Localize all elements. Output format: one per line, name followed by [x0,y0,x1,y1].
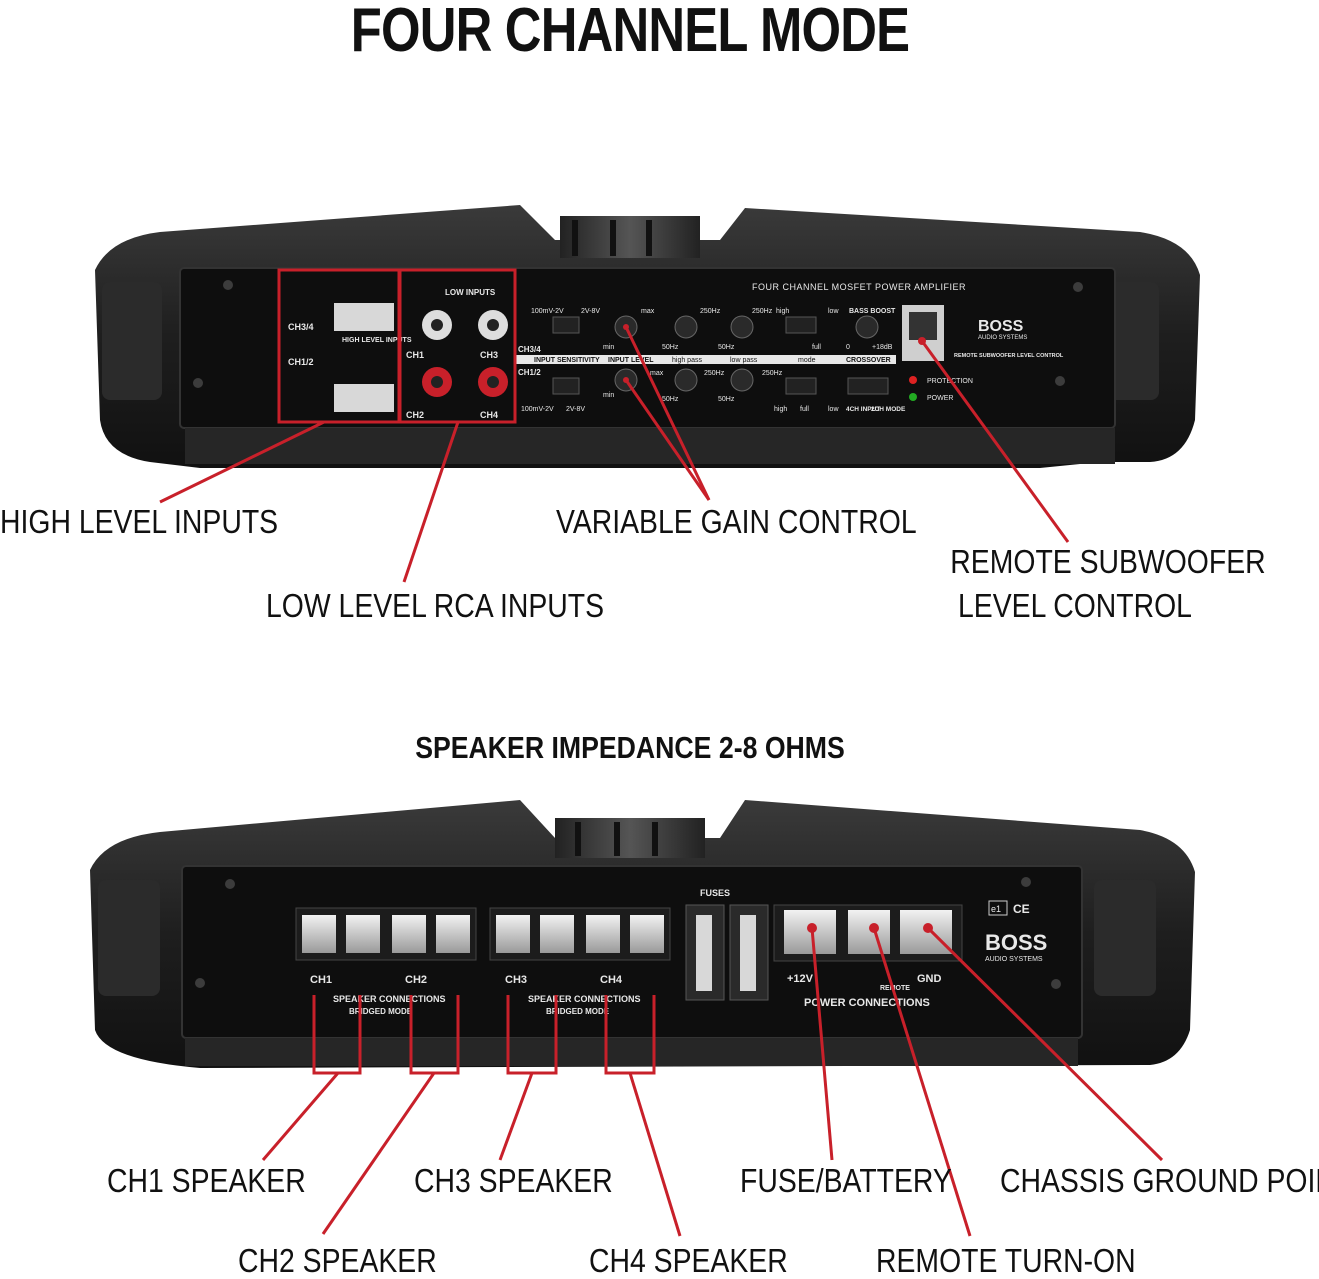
label-term-ch3: CH3 [505,974,527,986]
label-max-12: max [650,370,664,377]
label-high-level-inputs: HIGH LEVEL INPUTS [342,337,412,344]
power-terminals [784,910,952,954]
label-power: POWER [927,395,953,402]
speaker-terminals [302,915,664,953]
label-speaker-conn-1: SPEAKER CONNECTIONS [333,994,446,1004]
label-mode-high-12: high [774,406,787,413]
label-lp-50-34: 50Hz [718,344,735,351]
callout-fuse-battery: FUSE/BATTERY [740,1162,952,1199]
high-level-connector-ch12 [334,384,394,412]
label-rca-ch2: CH2 [406,410,424,420]
callout-high-level-inputs: HIGH LEVEL INPUTS [0,503,279,540]
label-input-level: INPUT LEVEL [608,357,654,364]
cert-e1: e1 [991,904,1001,914]
label-term-ch4: CH4 [600,974,623,986]
callout-low-level-rca: LOW LEVEL RCA INPUTS [266,587,605,624]
cert-ce: CE [1013,902,1030,916]
label-ctrl-ch12: CH1/2 [518,368,541,377]
label-remote-sub: REMOTE SUBWOOFER LEVEL CONTROL [954,353,1064,359]
label-high-pass: high pass [672,357,702,364]
callout-remote-sub-line1: REMOTE SUBWOOFER [950,543,1266,580]
label-bridged-2: BRIDGED MODE [546,1007,610,1016]
rca-jacks [422,310,508,397]
brand-sub-bottom: AUDIO SYSTEMS [985,956,1043,963]
label-rca-ch3: CH3 [480,350,498,360]
label-2ch-mode: 2CH MODE [871,406,906,413]
high-level-connector-ch34 [334,303,394,331]
label-boost-0: 0 [846,344,850,351]
label-mode-full-34: full [812,344,821,351]
label-4ch-input: 4CH INPUT [846,406,880,413]
callout-remote-turn-on: REMOTE TURN-ON [876,1242,1136,1279]
label-input-sensitivity: INPUT SENSITIVITY [534,357,600,364]
label-hp-50-34: 50Hz [662,344,679,351]
brand-logo-top: BOSS [978,318,1024,335]
label-low-inputs: LOW INPUTS [445,288,496,297]
label-mode-full-12: full [800,406,809,413]
callout-remote-sub-line2: LEVEL CONTROL [958,587,1192,624]
top-amplifier: CH3/4 CH1/2 HIGH LEVEL INPUTS LOW INPUTS… [95,205,1200,583]
brand-sub-top: AUDIO SYSTEMS [978,335,1027,341]
label-remote: REMOTE [880,985,910,992]
label-crossover: CROSSOVER [846,357,891,364]
page-title: FOUR CHANNEL MODE [350,0,910,65]
callout-ch3-speaker: CH3 SPEAKER [414,1162,613,1199]
callout-ch4-speaker: CH4 SPEAKER [589,1242,788,1279]
label-bass-boost: BASS BOOST [849,308,896,315]
label-lp-50-12: 50Hz [718,396,735,403]
label-mode-high-34: high [776,308,789,315]
label-sens-high-34: 2V-8V [581,308,600,315]
label-ctrl-ch34: CH3/4 [518,345,541,354]
label-hp-50-12: 50Hz [662,396,679,403]
callout-variable-gain: VARIABLE GAIN CONTROL [556,503,917,540]
label-hp-250-12: 250Hz [704,370,725,377]
speaker-impedance-heading: SPEAKER IMPEDANCE 2-8 OHMS [415,730,845,765]
label-mode: mode [798,357,816,364]
label-lp-250-34: 250Hz [752,308,773,315]
label-lp-250-12: 250Hz [762,370,783,377]
label-rca-ch4: CH4 [480,410,498,420]
label-fuses: FUSES [700,888,730,898]
label-gnd: GND [917,973,942,985]
label-bridged-1: BRIDGED MODE [349,1007,413,1016]
label-term-ch1: CH1 [310,974,332,986]
label-rca-ch1: CH1 [406,350,424,360]
label-boost-18: +18dB [872,344,893,351]
brand-logo-bottom: BOSS [985,930,1047,955]
label-hp-250-34: 250Hz [700,308,721,315]
callout-ch2-speaker: CH2 SPEAKER [238,1242,437,1279]
label-ch34-high: CH3/4 [288,322,314,332]
label-mode-low-34: low [828,308,839,315]
label-power-connections: POWER CONNECTIONS [804,997,930,1009]
label-low-pass: low pass [730,357,758,364]
label-max-34: max [641,308,655,315]
label-sens-low-12: 100mV-2V [521,406,554,413]
label-ch12-high: CH1/2 [288,357,314,367]
label-min-12: min [603,392,614,399]
label-plus12v: +12V [787,973,814,985]
label-speaker-conn-2: SPEAKER CONNECTIONS [528,994,641,1004]
label-term-ch2: CH2 [405,974,427,986]
label-sens-high-12: 2V-8V [566,406,585,413]
callout-ch1-speaker: CH1 SPEAKER [107,1162,306,1199]
label-model: FOUR CHANNEL MOSFET POWER AMPLIFIER [752,282,966,292]
label-sens-low-34: 100mV-2V [531,308,564,315]
label-min-34: min [603,344,614,351]
bottom-amplifier: CH1 CH2 CH3 CH4 SPEAKER CONNECTIONS BRID… [90,800,1195,1237]
label-mode-low-12: low [828,406,839,413]
callout-chassis-ground: CHASSIS GROUND POINT [1000,1162,1319,1199]
